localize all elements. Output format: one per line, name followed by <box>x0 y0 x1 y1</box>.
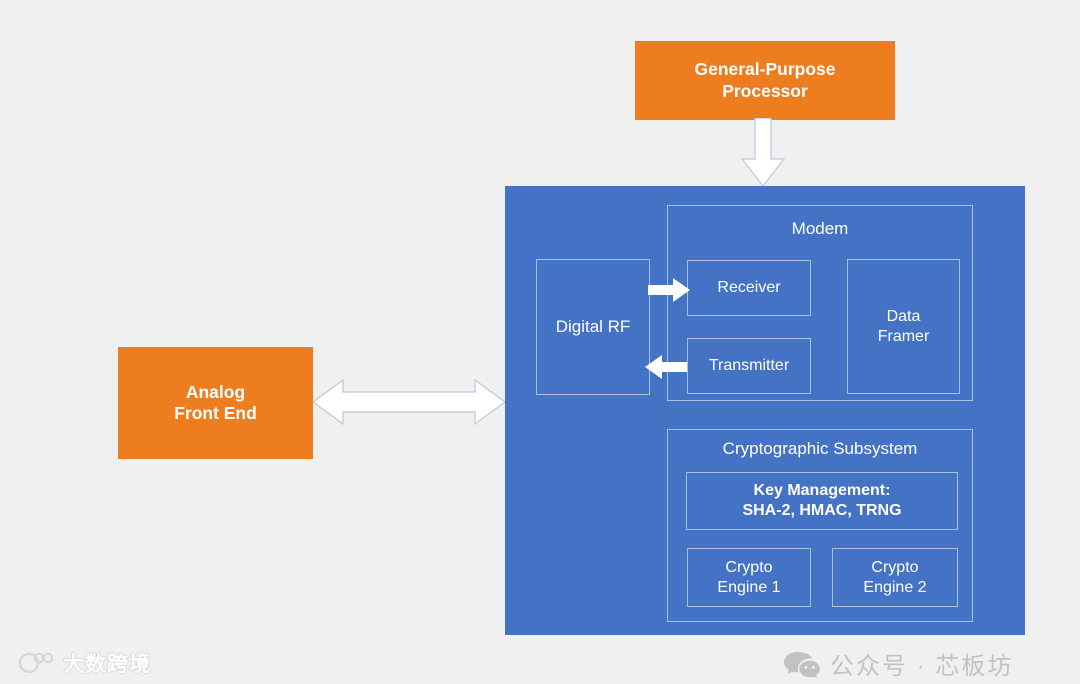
afe-label-line1: Analog <box>185 381 246 402</box>
crypto-engine-1-block: Crypto Engine 1 <box>687 548 811 607</box>
general-purpose-processor-label: General-Purpose Processor <box>694 59 835 102</box>
analog-front-end-block: Analog Front End <box>118 347 313 459</box>
crypto-engine-2-line2: Engine 2 <box>863 578 927 596</box>
key-management-line1: Key Management: <box>753 482 891 500</box>
receiver-block: Receiver <box>687 260 811 316</box>
key-management-line2: SHA-2, HMAC, TRNG <box>742 502 902 519</box>
general-purpose-processor-block: General-Purpose Processor <box>635 41 895 120</box>
crypto-engine-2-line1: Crypto <box>871 558 919 576</box>
afe-label-line2: Front End <box>174 403 257 423</box>
digital-rf-to-receiver-right-arrow-icon <box>648 278 690 302</box>
crypto-engine-1-line2: Engine 1 <box>717 578 781 596</box>
cryptographic-subsystem-title: Cryptographic Subsystem <box>722 439 918 458</box>
key-management-label: Key Management: SHA-2, HMAC, TRNG <box>742 481 901 520</box>
transmitter-to-digital-rf-left-arrow-icon <box>645 355 687 379</box>
data-framer-label: Data Framer <box>878 307 930 346</box>
crypto-engine-2-label: Crypto Engine 2 <box>863 558 926 597</box>
watermark-left: 大数跨境 <box>16 648 151 678</box>
watermark-left-text: 大数跨境 <box>63 653 151 676</box>
transmitter-block: Transmitter <box>687 338 811 394</box>
receiver-label: Receiver <box>717 279 781 297</box>
digital-rf-block: Digital RF <box>536 259 650 395</box>
digital-rf-label: Digital RF <box>555 316 631 336</box>
gpp-label-line1: General-Purpose <box>694 59 836 80</box>
watermark-right-text: 公众号 · 芯板坊 <box>830 653 1014 680</box>
wechat-icon <box>784 651 820 678</box>
transmitter-label: Transmitter <box>708 357 790 375</box>
crypto-engine-1-line1: Crypto <box>725 558 773 576</box>
modem-title: Modem <box>791 219 849 238</box>
processor-to-soc-down-arrow-icon <box>740 118 786 187</box>
cryptographic-subsystem-group <box>667 429 973 622</box>
analog-front-end-label: Analog Front End <box>174 382 257 425</box>
data-framer-label-line1: Data <box>886 307 921 325</box>
dashu-kuajing-logo-icon <box>18 652 54 674</box>
data-framer-label-line2: Framer <box>877 327 930 345</box>
analog-front-end-to-soc-double-arrow-icon <box>313 378 505 426</box>
data-framer-block: Data Framer <box>847 259 960 394</box>
watermark-right: 公众号 · 芯板坊 <box>783 646 1013 681</box>
crypto-engine-1-label: Crypto Engine 1 <box>717 558 780 597</box>
key-management-block: Key Management: SHA-2, HMAC, TRNG <box>686 472 958 530</box>
gpp-label-line2: Processor <box>722 80 808 101</box>
crypto-engine-2-block: Crypto Engine 2 <box>832 548 958 607</box>
modem-group <box>667 205 973 401</box>
